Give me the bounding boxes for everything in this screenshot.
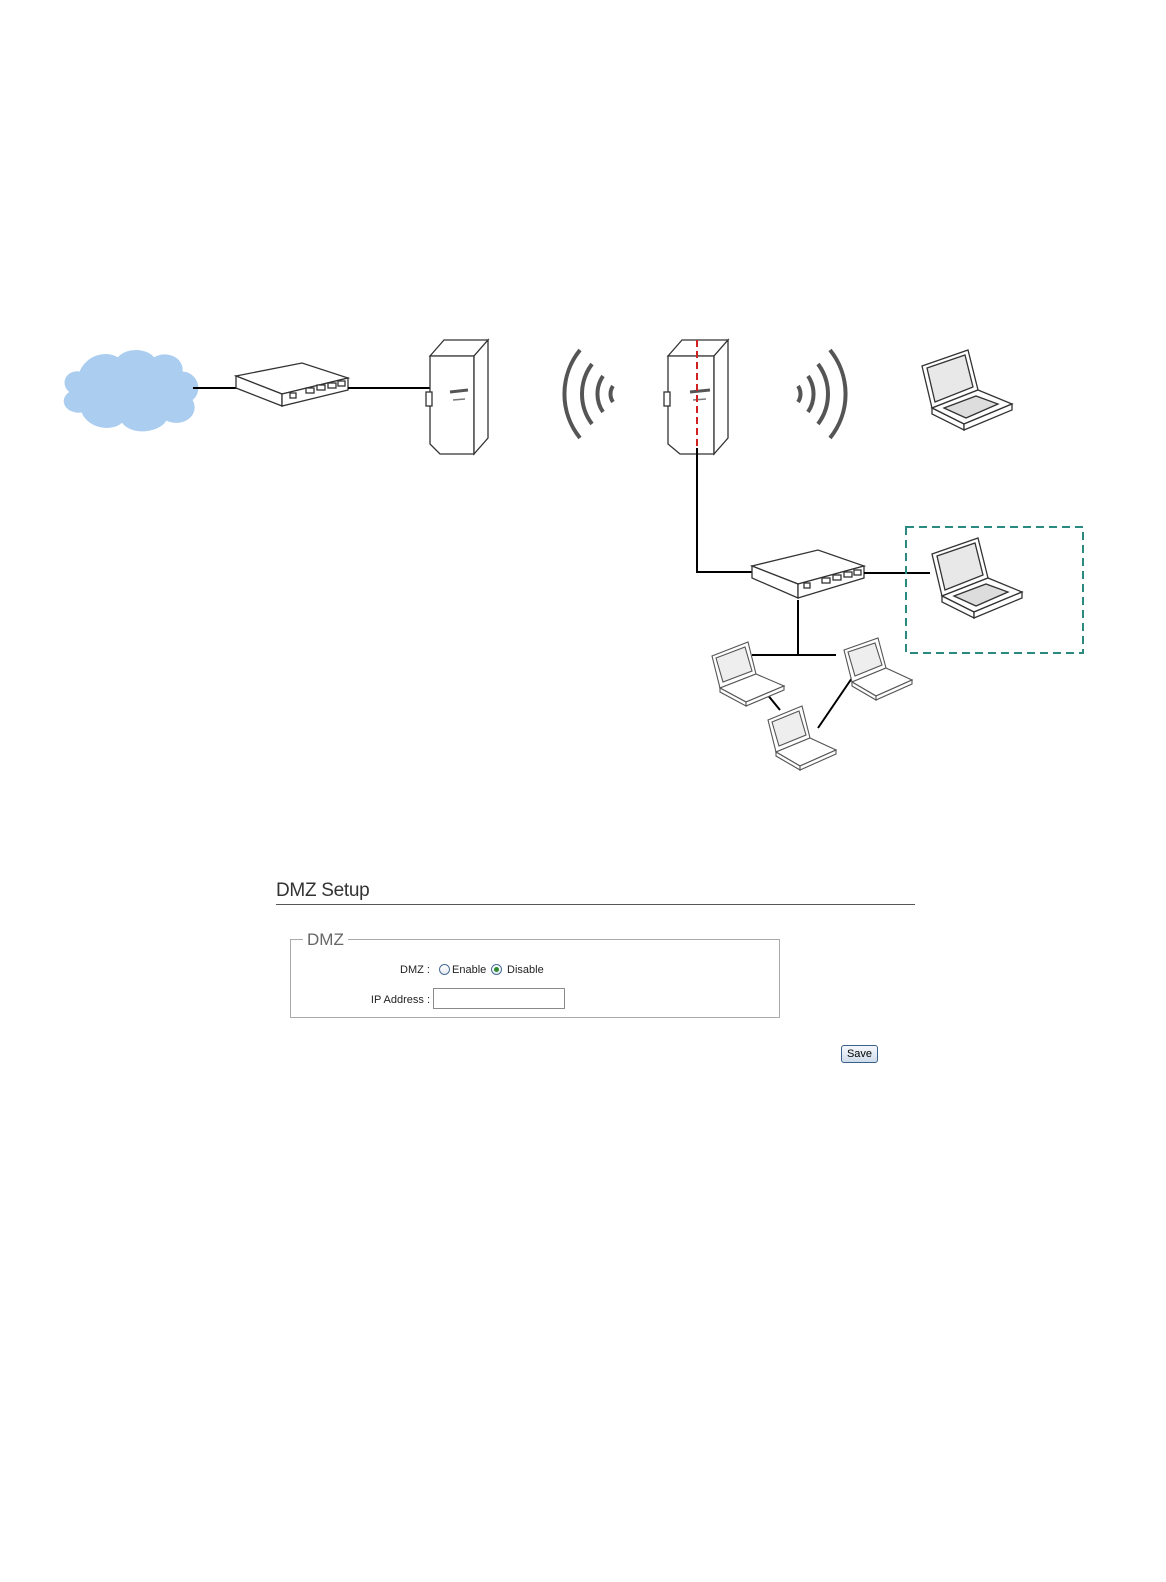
dmz-enable-radio[interactable] (439, 964, 450, 975)
ip-address-label: IP Address : (350, 994, 430, 1006)
dmz-disable-label[interactable]: Disable (507, 964, 544, 976)
wireless-signal-icon (564, 350, 613, 438)
laptop-icon (844, 638, 912, 700)
dmz-host-laptop-icon (932, 538, 1022, 618)
save-button[interactable]: Save (841, 1045, 878, 1063)
page-title: DMZ Setup (276, 880, 369, 902)
router-icon (236, 363, 348, 406)
wireless-signal-icon (798, 350, 846, 438)
title-divider (276, 904, 915, 905)
dmz-enable-label[interactable]: Enable (452, 964, 486, 976)
dmz-disable-radio[interactable] (491, 964, 502, 975)
switch-icon (752, 550, 864, 598)
link-line (818, 678, 852, 728)
ip-address-input[interactable] (433, 988, 565, 1009)
network-diagram (0, 0, 1166, 800)
link-line (697, 448, 754, 572)
internet-cloud-icon (64, 351, 198, 431)
dmz-label: DMZ : (380, 964, 430, 976)
access-point-icon (426, 340, 488, 454)
fieldset-legend: DMZ (303, 930, 348, 950)
laptop-icon (922, 350, 1012, 430)
laptop-icon (712, 642, 784, 706)
